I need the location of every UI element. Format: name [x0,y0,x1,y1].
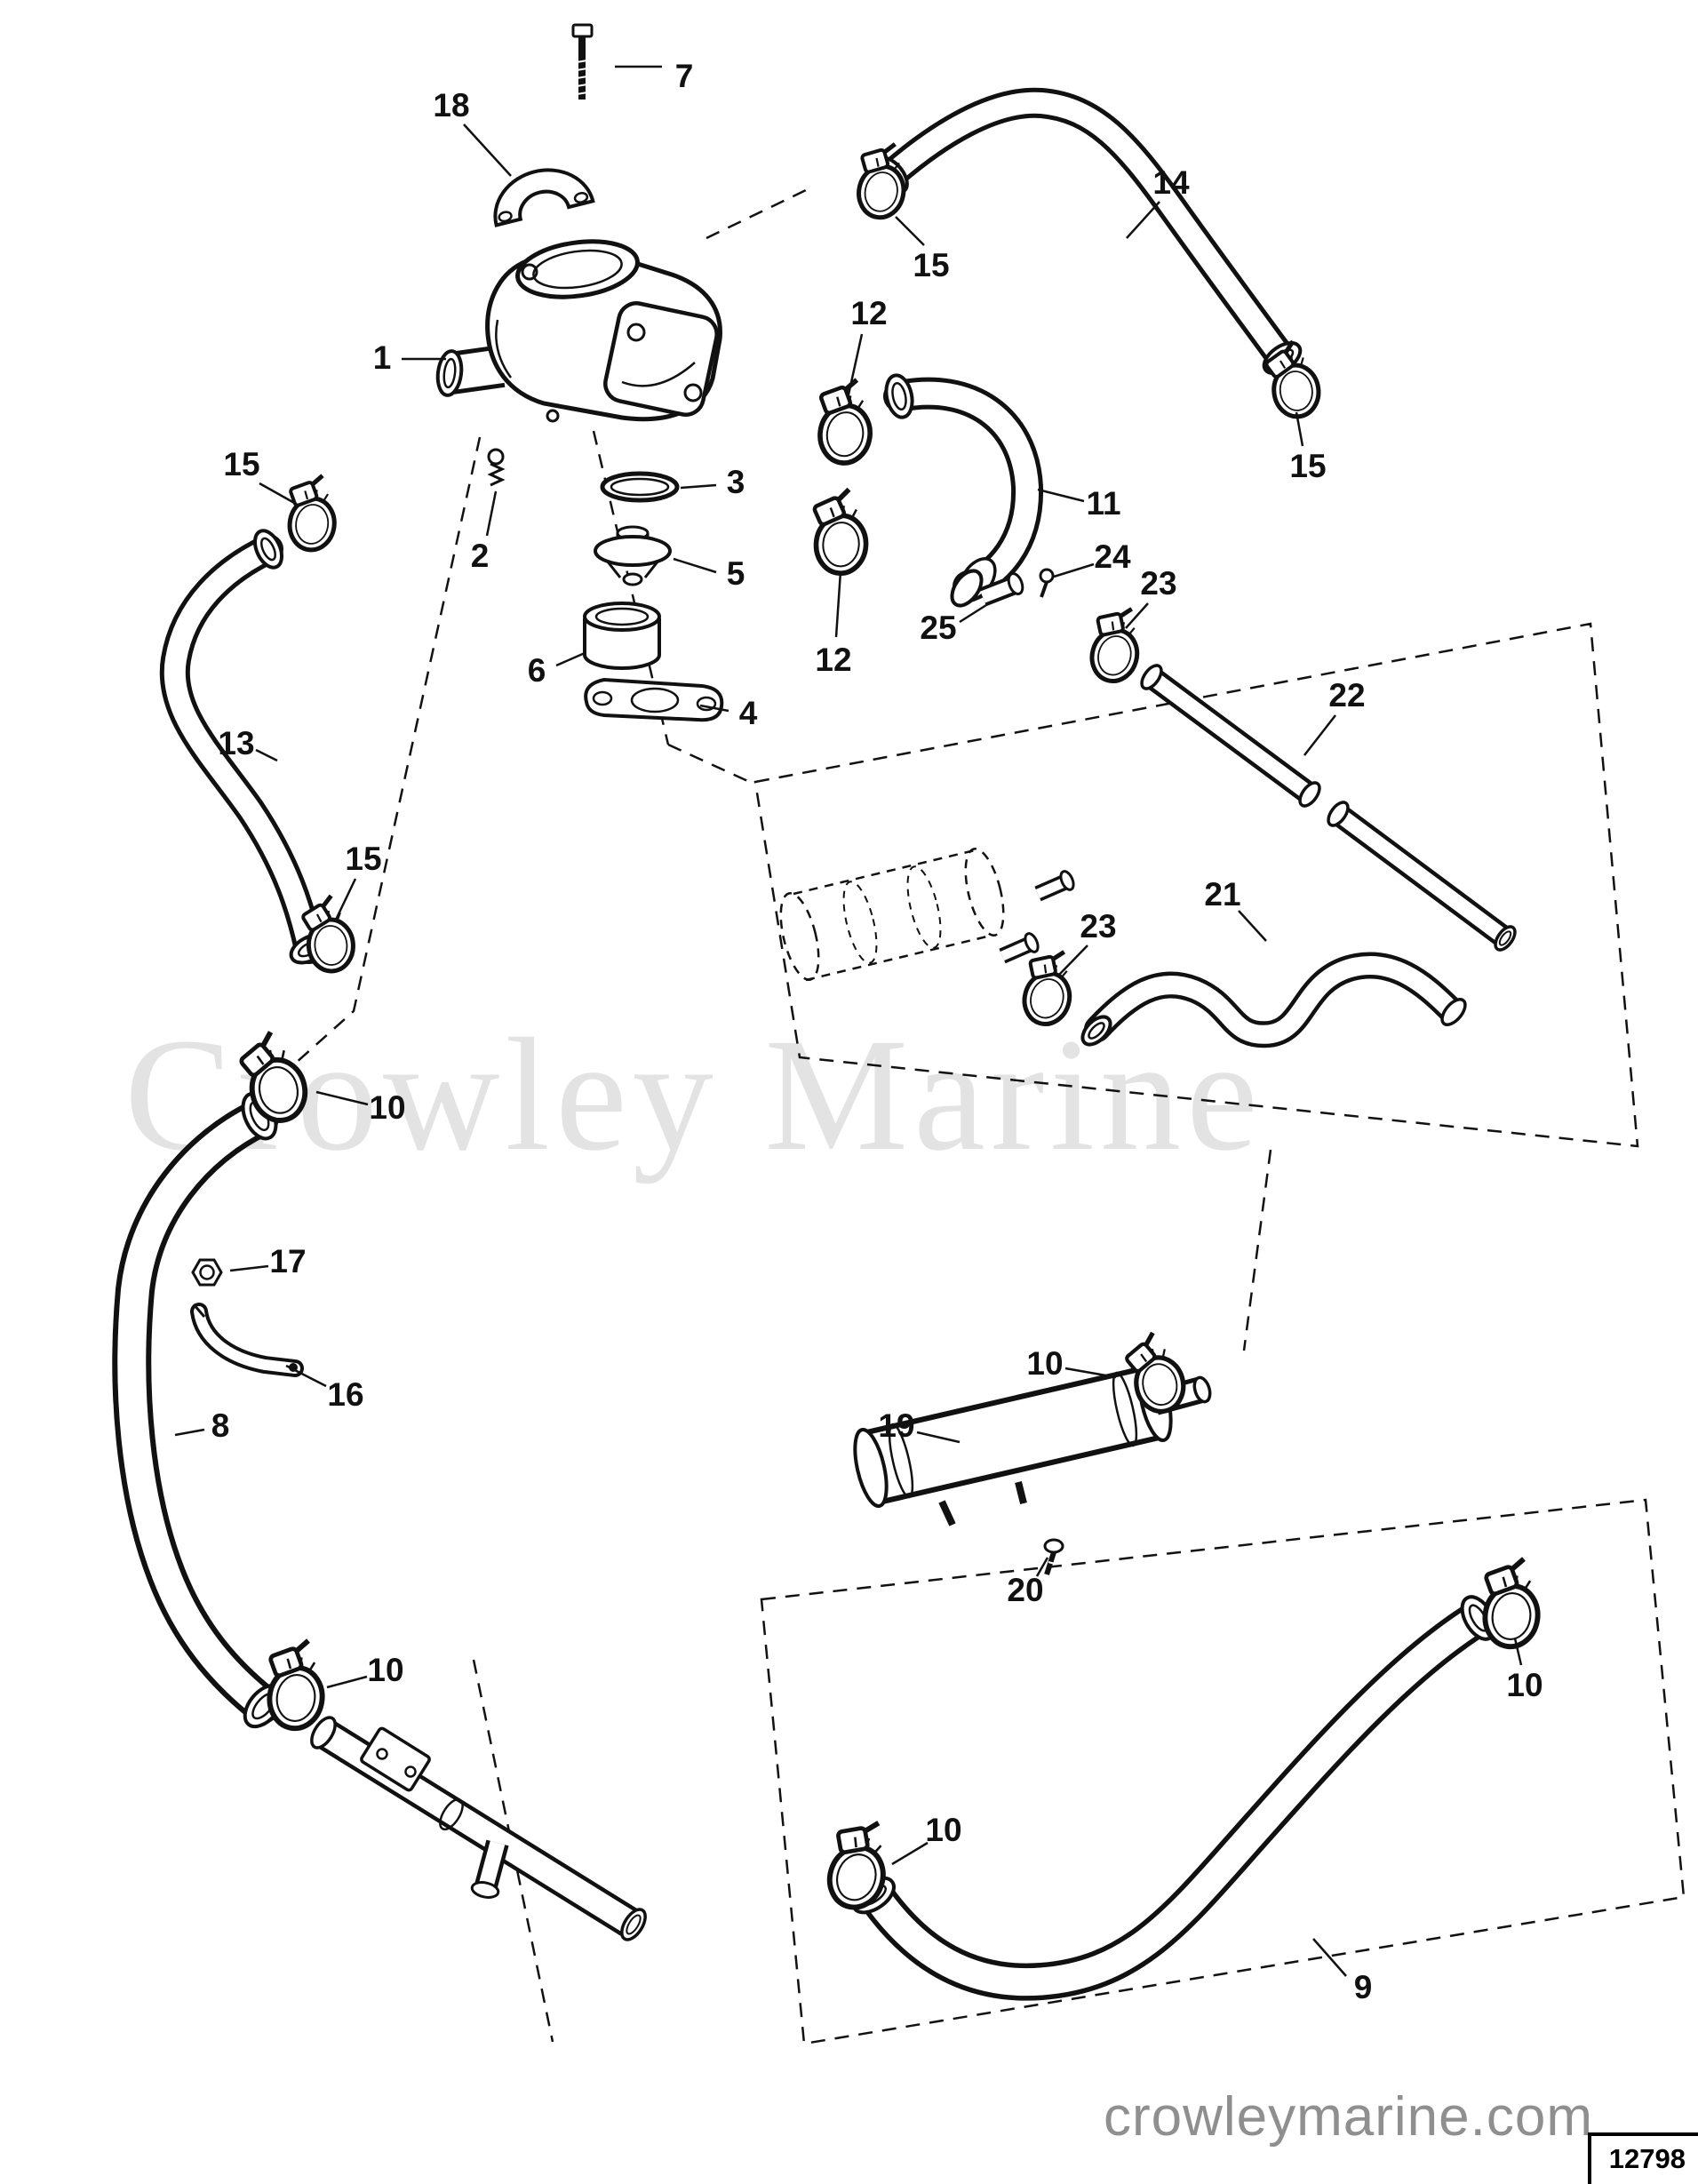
callout-12-b-label: 12 [815,642,851,678]
callout-10-a: 10 [315,1089,406,1126]
callout-15-d-label: 15 [1289,448,1326,484]
clamp-12-a [811,375,877,466]
oil-cooler-19 [853,1361,1212,1526]
callout-5: 5 [673,555,745,592]
callout-10-b-label: 10 [1026,1345,1063,1382]
bracket-18 [493,168,595,227]
callout-20-label: 20 [1007,1572,1043,1608]
callout-12-b: 12 [815,570,852,678]
thermostat-5 [594,525,672,586]
clamp-12-b [809,487,869,575]
callout-10-c: 10 [326,1652,404,1689]
callout-2-label: 2 [471,538,490,574]
callouts: 7 18 15 14 12 1 15 3 2 11 5 12 25 24 23 … [174,58,1543,2005]
bolt-7 [571,23,594,100]
callout-23-b: 23 [1058,908,1117,976]
callout-6: 6 [528,651,586,689]
callout-1: 1 [373,339,446,376]
callout-3-label: 3 [727,464,745,500]
callout-9-label: 9 [1354,1969,1373,2005]
screw-24 [1039,568,1055,598]
callout-2: 2 [471,490,498,574]
ghost-cooler-assembly [779,848,1075,982]
callout-5-label: 5 [727,555,745,592]
callout-9: 9 [1312,1938,1373,2005]
callout-14: 14 [1126,164,1190,239]
callout-11-label: 11 [1086,485,1120,522]
callout-10-c-label: 10 [367,1652,403,1688]
o-ring-3 [600,471,680,503]
fitting-25 [979,572,1024,607]
callout-20: 20 [1007,1557,1049,1608]
callout-24-label: 24 [1094,538,1131,575]
hose-11 [883,373,1044,608]
callout-15-c-label: 15 [345,841,381,877]
callout-10-d: 10 [1506,1638,1543,1703]
gasket-4 [584,677,724,722]
callout-17: 17 [229,1243,307,1279]
callout-21-label: 21 [1204,876,1240,913]
callout-16: 16 [285,1364,364,1413]
callout-11: 11 [1037,485,1121,522]
callout-15-d: 15 [1289,411,1327,484]
callout-15-a-label: 15 [913,247,949,283]
callout-23-a: 23 [1125,565,1177,629]
callout-1-label: 1 [373,339,392,376]
clamp-23-b [1014,944,1081,1030]
callout-10-e-label: 10 [925,1812,961,1848]
callout-10-a-label: 10 [369,1089,405,1126]
callout-12-a: 12 [847,295,888,395]
callout-18: 18 [433,87,512,177]
callout-21: 21 [1204,876,1267,942]
strap-16 [190,1303,304,1377]
callout-7-label: 7 [675,58,694,94]
callout-23-b-label: 23 [1080,908,1116,945]
callout-25: 25 [920,603,987,646]
callout-4-label: 4 [739,695,758,731]
hose-9 [851,1595,1497,2001]
callout-10-d-label: 10 [1506,1667,1543,1703]
callout-19-label: 19 [878,1407,914,1444]
callout-4: 4 [699,695,758,731]
screw-2 [487,448,506,487]
callout-14-label: 14 [1152,164,1190,201]
callout-19: 19 [878,1407,961,1444]
callout-6-label: 6 [528,652,546,689]
callout-25-label: 25 [920,610,956,646]
nut-17 [191,1258,223,1287]
callout-15-a: 15 [895,216,950,283]
hose-21 [1080,952,1467,1048]
callout-24: 24 [1053,538,1131,578]
site-name: crowleymarine.com [1103,2086,1593,2148]
callout-3: 3 [680,464,745,500]
callout-12-a-label: 12 [850,295,887,331]
callout-10-e: 10 [891,1812,962,1866]
thermostat-housing [435,239,722,423]
callout-15-b: 15 [223,446,297,506]
sleeve-6 [583,602,661,670]
callout-17-label: 17 [269,1243,306,1279]
callout-13: 13 [218,725,278,762]
water-distribution-pipe [310,1716,647,1941]
callout-7: 7 [615,58,693,94]
clamp-15-c [282,472,341,554]
callout-18-label: 18 [433,87,469,124]
callout-10-b: 10 [1026,1345,1117,1382]
callout-8: 8 [174,1407,230,1444]
hose-14 [873,87,1303,375]
callout-16-label: 16 [327,1376,363,1413]
bolt-20 [1043,1538,1064,1575]
tube-22 [1140,664,1517,952]
callout-15-c: 15 [334,841,382,921]
callout-22: 22 [1303,677,1366,756]
callout-15-b-label: 15 [223,446,259,482]
callout-8-label: 8 [211,1407,230,1444]
callout-13-label: 13 [218,725,254,761]
assembly-dashed-lines [285,188,1686,2045]
callout-22-label: 22 [1328,677,1365,713]
diagram-ref-number: 12798 [1587,2132,1698,2184]
callout-23-a-label: 23 [1140,565,1176,602]
